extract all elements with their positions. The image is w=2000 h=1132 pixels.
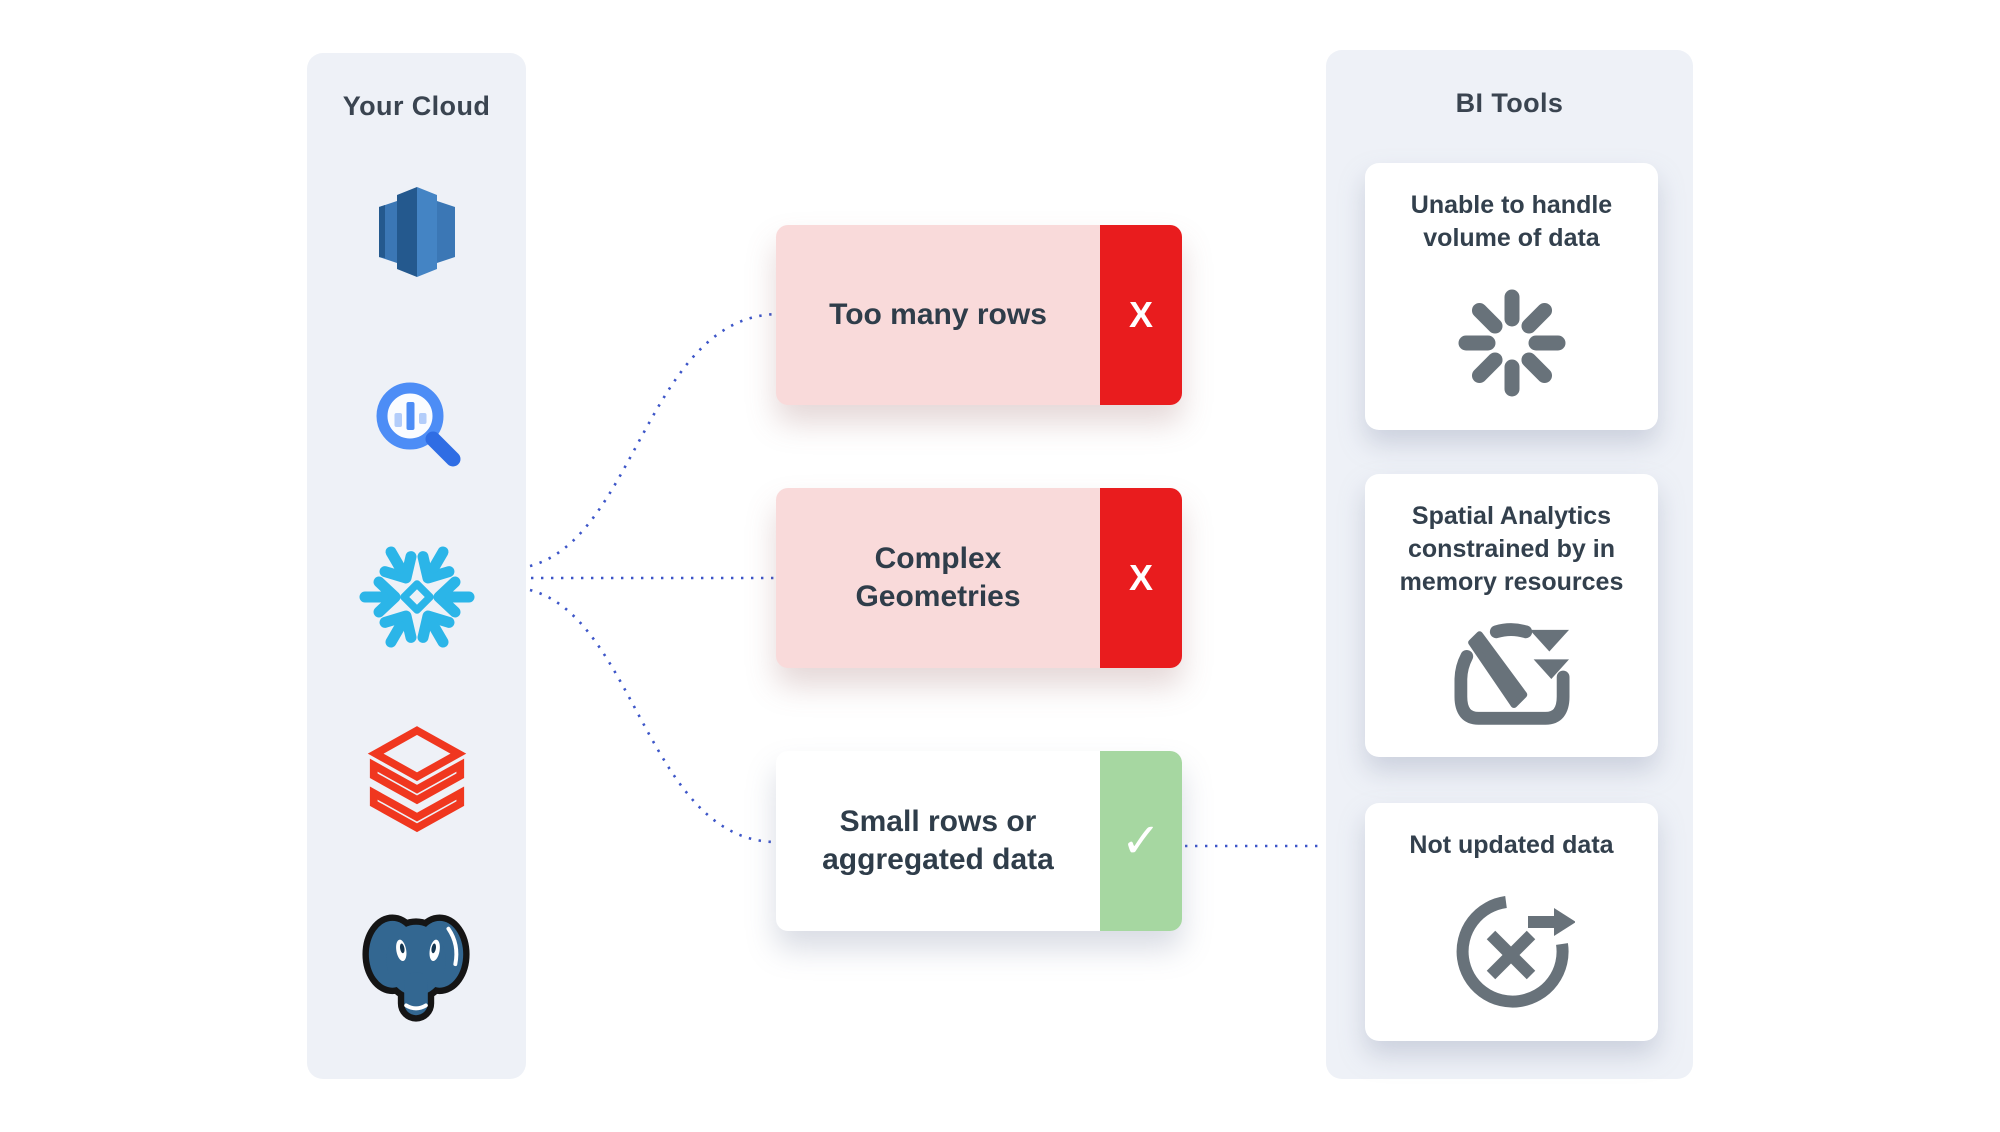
bi-tools-title: BI Tools [1455, 88, 1564, 118]
bi-tools-panel: BI Tools Unable to handle volume of data [1326, 50, 1693, 1079]
fail-badge: X [1100, 488, 1182, 668]
speed-gauge-icon [1441, 599, 1583, 757]
databricks-icon [367, 725, 467, 840]
card-too-many-rows: Too many rows X [776, 225, 1182, 405]
card-too-many-rows-label: Too many rows [829, 297, 1047, 331]
card-small-rows: Small rows or aggregated data ✓ [776, 751, 1182, 931]
pass-badge: ✓ [1100, 751, 1182, 931]
bi-card-volume: Unable to handle volume of data [1365, 163, 1658, 430]
bi-card-not-updated-label: Not updated data [1409, 831, 1614, 859]
your-cloud-panel: Your Cloud [307, 53, 526, 1079]
snowflake-icon [358, 538, 476, 656]
refresh-cancelled-icon [1449, 862, 1575, 1041]
loading-spinner-icon [1451, 255, 1573, 430]
bi-card-not-updated: Not updated data [1365, 803, 1658, 1041]
amazon-redshift-icon [371, 183, 463, 281]
connector-snowflake-to-too-many-rows [529, 312, 779, 568]
bi-card-volume-label: Unable to handle volume of data [1410, 191, 1613, 252]
your-cloud-title: Your Cloud [342, 91, 491, 121]
bi-card-spatial-label: Spatial Analytics constrained by in memo… [1399, 502, 1624, 596]
fail-badge: X [1100, 225, 1182, 405]
card-complex-geometries-label: Complex Geometries [855, 541, 1021, 613]
card-small-rows-label: Small rows or aggregated data [822, 804, 1054, 876]
connector-snowflake-to-small-rows [529, 588, 778, 844]
bi-card-spatial: Spatial Analytics constrained by in memo… [1365, 474, 1658, 757]
card-complex-geometries: Complex Geometries X [776, 488, 1182, 668]
google-bigquery-icon [370, 376, 464, 470]
postgresql-icon [359, 913, 475, 1027]
